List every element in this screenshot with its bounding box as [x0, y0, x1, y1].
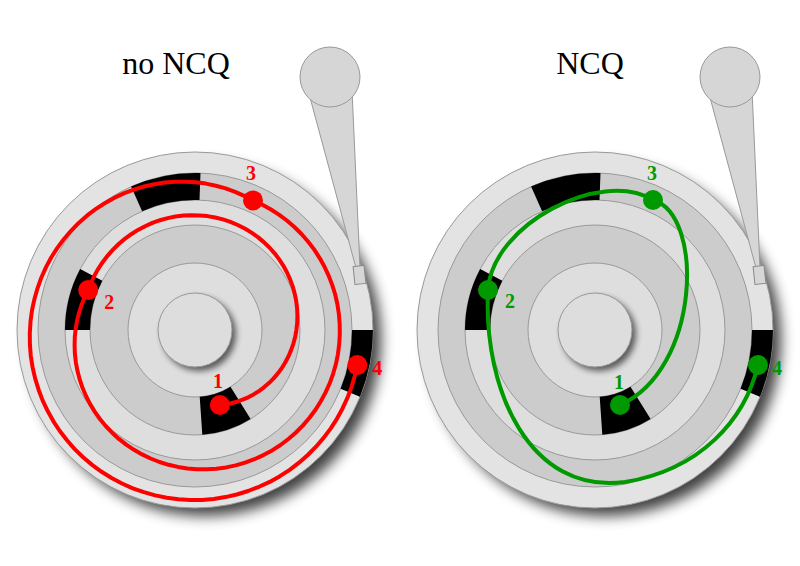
sector: [200, 387, 251, 435]
sector: [131, 173, 200, 211]
callout-number: 3: [246, 163, 256, 183]
panel-title: NCQ: [556, 47, 624, 79]
sector-dot: [748, 355, 768, 375]
callout-number: 2: [505, 291, 515, 311]
read-head: [753, 265, 766, 284]
sector-dot: [78, 280, 98, 300]
panel-title: no NCQ: [122, 47, 230, 79]
track-band: [128, 263, 262, 397]
track-band: [438, 173, 752, 487]
callout-number: 3: [647, 163, 657, 183]
sector: [341, 330, 373, 397]
sector-dot: [478, 280, 498, 300]
track-band: [490, 225, 700, 435]
seek-path: [488, 191, 758, 483]
platter-rim: [417, 152, 773, 508]
track-band: [528, 263, 662, 397]
callout-number: 2: [104, 292, 114, 312]
sector: [600, 387, 651, 435]
track-band: [90, 225, 300, 435]
spindle-hub: [158, 293, 232, 367]
track-band: [38, 173, 352, 487]
sector-dot: [643, 190, 663, 210]
platter: [417, 47, 781, 516]
platter-rim: [17, 152, 373, 508]
seek-path: [30, 182, 358, 500]
actuator-arm: [308, 90, 360, 268]
actuator-pivot: [700, 47, 760, 107]
actuator-pivot: [300, 47, 360, 107]
sector-dot: [210, 395, 230, 415]
callout-number: 1: [614, 372, 624, 392]
spindle-hub: [558, 293, 632, 367]
track-band: [465, 200, 725, 460]
sector-dot: [243, 190, 263, 210]
read-head: [353, 265, 366, 284]
actuator-arm: [708, 90, 760, 268]
callout-number: 1: [213, 371, 223, 391]
sector: [465, 269, 502, 330]
sector-dot: [610, 395, 630, 415]
platter: [17, 47, 381, 516]
sector: [741, 330, 773, 397]
callout-number: 4: [772, 358, 782, 378]
sector-dot: [347, 355, 367, 375]
callout-number: 4: [372, 358, 382, 378]
